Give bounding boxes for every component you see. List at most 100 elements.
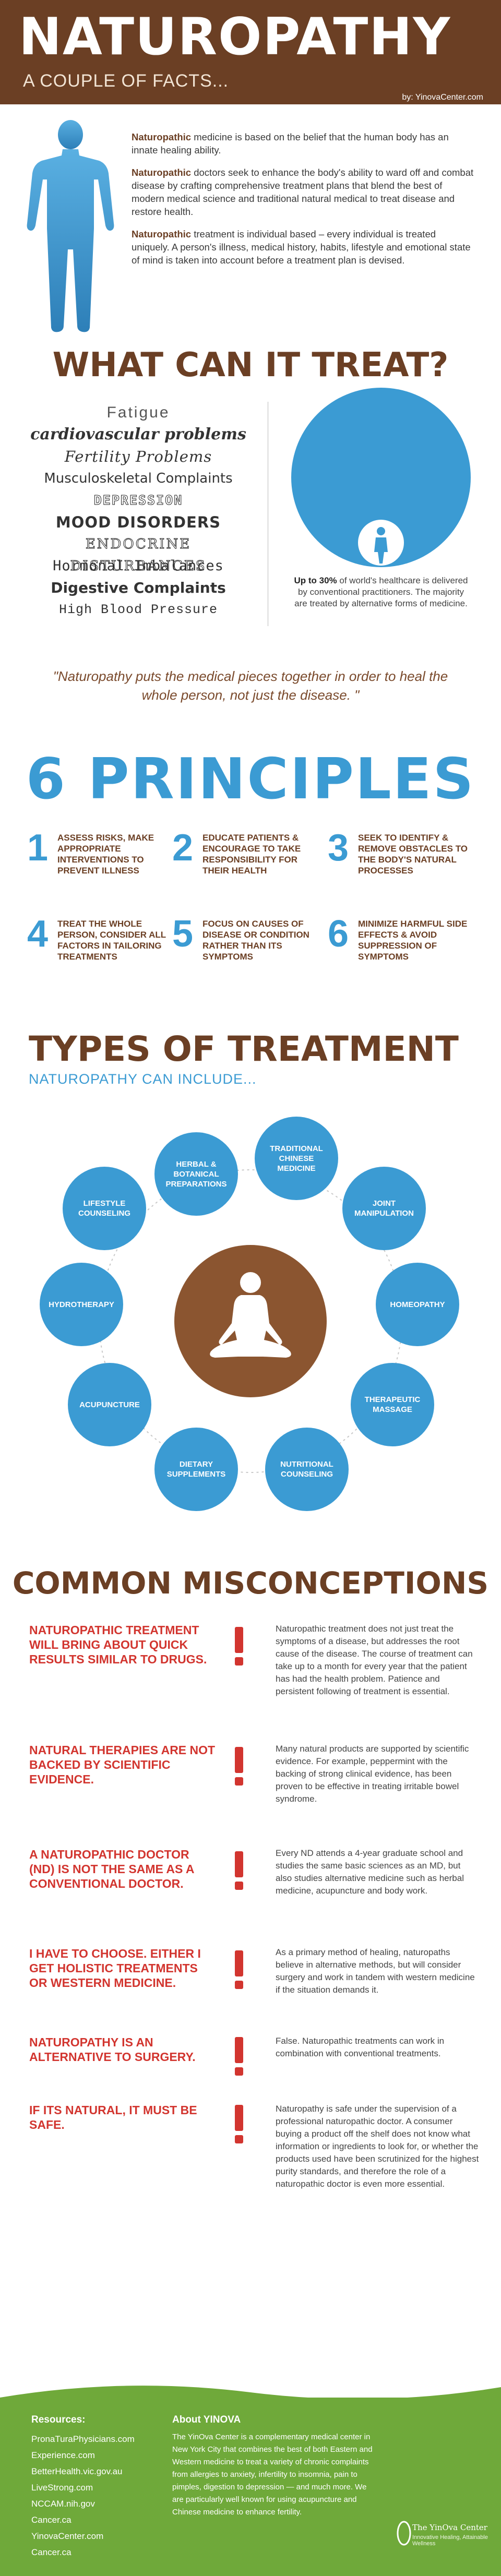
about-text: The YinOva Center is a complementary med… [172,2433,373,2517]
treatment-item: HYDROTHERAPY [40,1263,123,1346]
meditation-center-circle [174,1245,327,1397]
intro-bold: Naturopathic [132,229,192,239]
intro-text-span: treatment is individual based – every in… [132,229,471,266]
fact-text: False. Naturopathic treatments can work … [276,2036,445,2058]
exclamation-icon [235,1627,243,1666]
footer-background [0,2398,501,2576]
footer: Resources: PronaTuraPhysicians.com Exper… [0,2377,501,2576]
healthcare-share-circle [291,388,471,567]
principle-text: TREAT THE WHOLE PERSON, CONSIDER ALL FAC… [57,919,166,962]
logo-tagline: Innovative Healing, Attainable Wellness [412,2534,488,2547]
about-heading: About YINOVA [172,2414,241,2425]
fact-text: Every ND attends a 4-year graduate schoo… [276,1848,464,1896]
intro-text-span: doctors seek to enhance the body's abili… [132,167,474,217]
condition-item: High Blood Pressure [58,602,218,617]
intro-section: Naturopathic medicine is based on the be… [0,104,501,342]
treatment-item: NUTRITIONAL COUNSELING [265,1428,349,1511]
quote-text: "Naturopathy puts the medical pieces tog… [53,668,448,703]
treatment-item: ACUPUNCTURE [68,1363,151,1446]
page-subtitle: A COUPLE OF FACTS... [23,71,229,91]
principle-item: 5 FOCUS ON CAUSES OF DISEASE OR CONDITIO… [172,913,318,976]
intro-paragraph-3: Naturopathic treatment is individual bas… [132,227,476,267]
condition-item: Digestive Complaints [51,579,226,596]
intro-paragraph-2: Naturopathic doctors seek to enhance the… [132,166,476,218]
fact-text: Many natural products are supported by s… [276,1744,469,1804]
exclamation-icon [235,1851,243,1890]
resource-link[interactable]: Cancer.ca [31,2547,71,2557]
myth-text: I HAVE TO CHOOSE. EITHER I GET HOLISTIC … [29,1947,201,1990]
principle-number: 1 [27,827,49,869]
condition-item: Hormonal Imbalances [53,558,224,574]
principle-item: 3 SEEK TO IDENTIFY & REMOVE OBSTACLES TO… [328,827,474,890]
yinova-logo-icon [397,2521,411,2546]
fact-text: As a primary method of healing, naturopa… [276,1947,475,1995]
condition-item: Fertility Problems [64,448,212,465]
exclamation-icon [235,1950,243,1989]
header-banner: NATUROPATHY A COUPLE OF FACTS... by: Yin… [0,0,501,104]
treatment-item: HERBAL & BOTANICAL PREPARATIONS [154,1132,238,1216]
condition-item: ENDOCRINE DISTURBANCES [70,536,207,574]
intro-paragraph-1: Naturopathic medicine is based on the be… [132,130,476,157]
misconceptions-title: COMMON MISCONCEPTIONS [12,1565,489,1601]
principle-item: 4 TREAT THE WHOLE PERSON, CONSIDER ALL F… [27,913,173,976]
principle-item: 2 EDUCATE PATIENTS & ENCOURAGE TO TAKE R… [172,827,318,890]
resources-list: PronaTuraPhysicians.com Experience.com B… [31,2431,135,2560]
treatment-item: LIFESTYLE COUNSELING [63,1167,146,1250]
conditions-list: Fatigue cardiovascular problems Fertilit… [21,402,256,621]
intro-text-span: medicine is based on the belief that the… [132,131,449,155]
healthcare-caption: Up to 30% of world's healthcare is deliv… [292,575,470,609]
exclamation-icon [235,2037,243,2076]
resource-link[interactable]: Experience.com [31,2450,95,2460]
intro-bold: Naturopathic [132,167,192,178]
byline: by: YinovaCenter.com [402,93,483,102]
treatment-item: JOINT MANIPULATION [342,1167,426,1250]
principle-text: MINIMIZE HARMFUL SIDE EFFECTS & AVOID SU… [358,919,468,962]
principle-item: 1 ASSESS RISKS, MAKE APPROPRIATE INTERVE… [27,827,173,890]
caption-text: of world's healthcare is delivered by co… [294,576,468,608]
exclamation-icon [235,1747,243,1786]
types-subtitle: NATUROPATHY CAN INCLUDE... [29,1071,257,1087]
intro-bold: Naturopathic [132,131,192,142]
principle-text: EDUCATE PATIENTS & ENCOURAGE TO TAKE RES… [202,833,301,876]
principle-number: 6 [328,913,349,955]
resource-link[interactable]: PronaTuraPhysicians.com [31,2434,135,2444]
principle-text: FOCUS ON CAUSES OF DISEASE OR CONDITION … [202,919,309,962]
principle-number: 5 [172,913,194,955]
human-body-icon [27,120,114,332]
treatment-item: HOMEOPATHY [376,1263,459,1346]
resource-link[interactable]: LiveStrong.com [31,2483,93,2493]
resource-link[interactable]: YinovaCenter.com [31,2531,104,2541]
myth-text: NATUROPATHY IS AN ALTERNATIVE TO SURGERY… [29,2035,196,2064]
myth-text: NATURAL THERAPIES ARE NOT BACKED BY SCIE… [29,1743,216,1786]
resource-link[interactable]: NCCAM.nih.gov [31,2499,95,2509]
types-title: TYPES OF TREATMENT [29,1029,459,1069]
treatment-item: THERAPEUTIC MASSAGE [351,1363,434,1446]
principle-number: 3 [328,827,349,869]
condition-item: MOOD DISORDERS [55,513,221,531]
myth-text: A NATUROPATHIC DOCTOR (ND) IS NOT THE SA… [29,1848,194,1890]
treat-title: WHAT CAN IT TREAT? [52,346,449,385]
principle-number: 2 [172,827,194,869]
logo-name: The YinOva Center [412,2523,487,2532]
principles-title: 6 PRINCIPLES [26,747,475,812]
page-title: NATUROPATHY [19,7,451,67]
treatment-item: TRADITIONAL CHINESE MEDICINE [255,1117,338,1200]
fact-text: Naturopathic treatment does not just tre… [276,1624,473,1696]
myth-text: NATUROPATHIC TREATMENT WILL BRING ABOUT … [29,1623,207,1666]
myth-text: IF ITS NATURAL, IT MUST BE SAFE. [29,2103,197,2131]
caption-bold: Up to 30% [294,576,337,585]
principle-number: 4 [27,913,49,955]
condition-item: cardiovascular problems [30,425,246,444]
resources-heading: Resources: [31,2414,86,2425]
condition-item: Musculoskeletal Complaints [44,471,233,486]
principle-text: ASSESS RISKS, MAKE APPROPRIATE INTERVENT… [57,833,154,876]
resource-link[interactable]: Cancer.ca [31,2515,71,2525]
principle-item: 6 MINIMIZE HARMFUL SIDE EFFECTS & AVOID … [328,913,474,976]
meditation-figure-icon [210,1272,291,1358]
intro-text: Naturopathic medicine is based on the be… [132,130,476,276]
treatment-item: DIETARY SUPPLEMENTS [154,1428,238,1511]
resource-link[interactable]: BetterHealth.vic.gov.au [31,2466,123,2476]
condition-item: DEPRESSION [93,493,183,508]
exclamation-icon [235,2105,243,2143]
